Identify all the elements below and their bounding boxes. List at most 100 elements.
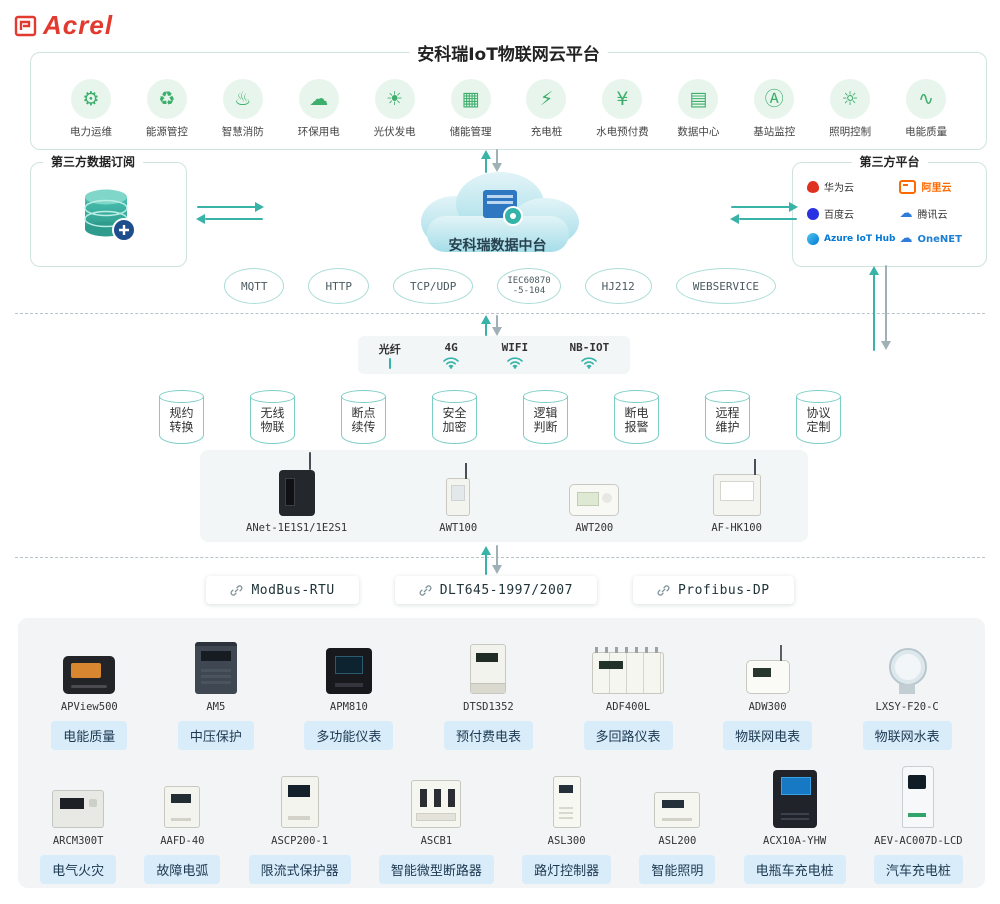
- fiber-icon: [388, 358, 391, 369]
- device-dtsd1352: DTSD1352 预付费电表: [443, 632, 533, 750]
- bus-modbus-rtu: ModBus-RTU: [206, 576, 359, 604]
- pv-generation-icon: ☀: [374, 79, 415, 119]
- device-category-label: 多回路仪表: [583, 721, 673, 750]
- huawei-cloud-icon: [807, 180, 819, 193]
- connectivity-box: 光纤 4G WIFI NB-IOT: [358, 336, 630, 374]
- device-category-label: 限流式保护器: [248, 855, 351, 884]
- base-station-icon: Ⓐ: [754, 79, 795, 119]
- device-image: [280, 776, 319, 828]
- subscription-title: 第三方数据订阅: [43, 153, 144, 170]
- device-image: [194, 642, 237, 694]
- eco-power-icon: ☁: [298, 79, 339, 119]
- device-category-label: 汽车充电桩: [873, 855, 963, 884]
- device-model: AM5: [206, 701, 226, 713]
- device-image: [52, 790, 105, 828]
- app-pv-generation: ☀ 光伏发电: [357, 79, 433, 139]
- acrel-logo-icon: [14, 15, 37, 36]
- device-adf400l: ADF400L 多回路仪表: [583, 632, 673, 750]
- bus-profibus-dp: Profibus-DP: [632, 576, 794, 604]
- gateway-device-image: [278, 452, 315, 516]
- device-model: APView500: [60, 701, 118, 713]
- app-label: 储能管理: [449, 126, 492, 138]
- app-energy-storage: ▦ 储能管理: [433, 79, 509, 139]
- device-model: ACX10A-YHW: [763, 835, 827, 847]
- device-panel: APView500 电能质量 AM5 中压保护 APM810 多功能仪表 DTS…: [18, 618, 985, 888]
- bus-label: Profibus-DP: [677, 582, 770, 598]
- data-center-icon: ▤: [678, 79, 719, 119]
- conn-label: 4G: [444, 341, 458, 354]
- acrel-logo-text: Acrel: [43, 10, 114, 40]
- gateway-feature-row: 规约转换 无线物联 断点续传 安全加密 逻辑判断 断电报警 远程维护 协议定制: [0, 390, 1000, 444]
- feature-remote-maintenance: 远程维护: [704, 390, 751, 444]
- feature-text: 报警: [624, 420, 649, 434]
- app-label: 电能质量: [905, 126, 948, 138]
- gateway-anet: ANet-1E1S1/1E2S1: [246, 452, 348, 534]
- app-data-center: ▤ 数据中心: [660, 79, 736, 139]
- device-category-label: 路灯控制器: [522, 855, 612, 884]
- device-lxsy-f20-c: LXSY-F20-C 物联网水表: [862, 632, 952, 750]
- platform-apps-row: ⚙ 电力运维 ♻ 能源管控 ♨ 智慧消防 ☁ 环保用电 ☀ 光伏发电 ▦ 储能管…: [53, 79, 964, 139]
- protocol-mqtt: MQTT: [223, 268, 285, 304]
- prepaid-water-power-icon: ¥: [602, 79, 643, 119]
- gateway-model: ANet-1E1S1/1E2S1: [246, 522, 348, 534]
- device-apm810: APM810 多功能仪表: [304, 632, 394, 750]
- platform-name: OneNET: [917, 233, 962, 245]
- feature-text: 加密: [442, 420, 467, 434]
- protocol-webservice: WEBSERVICE: [675, 268, 777, 304]
- app-base-station: Ⓐ 基站监控: [736, 79, 812, 139]
- device-category-label: 电能质量: [51, 721, 128, 750]
- conn-fiber: 光纤: [379, 341, 401, 369]
- device-category-label: 物联网电表: [723, 721, 813, 750]
- smart-fire-icon: ♨: [222, 79, 263, 119]
- device-row-1: APView500 电能质量 AM5 中压保护 APM810 多功能仪表 DTS…: [18, 628, 985, 750]
- cloud-shape: [421, 172, 579, 252]
- feature-text: 断电: [624, 406, 649, 420]
- device-model: LXSY-F20-C: [875, 701, 939, 713]
- app-prepaid: ¥ 水电预付费: [584, 79, 660, 139]
- device-category-label: 电瓶车充电桩: [743, 855, 846, 884]
- device-am5: AM5 中压保护: [177, 632, 254, 750]
- third-party-title: 第三方平台: [851, 153, 928, 170]
- device-model: ADF400L: [605, 701, 651, 713]
- feature-text: 远程: [715, 406, 740, 420]
- feature-text: 续传: [351, 420, 376, 434]
- power-operation-icon: ⚙: [70, 79, 111, 119]
- device-asl300: ASL300 路灯控制器: [522, 766, 612, 884]
- device-model: AEV-AC007D-LCD: [874, 835, 963, 847]
- platform-name: 腾讯云: [917, 210, 948, 221]
- app-label: 充电桩: [530, 126, 563, 138]
- device-acx10a-yhw: ACX10A-YHW 电瓶车充电桩: [743, 766, 846, 884]
- app-eco-power: ☁ 环保用电: [281, 79, 357, 139]
- feature-text: 安全: [442, 406, 467, 420]
- app-label: 电力运维: [69, 126, 112, 138]
- device-category-label: 智能微型断路器: [378, 855, 494, 884]
- feature-wireless-iot: 无线物联: [249, 390, 296, 444]
- device-image: [63, 656, 116, 694]
- device-image: [325, 648, 372, 694]
- alibaba-cloud-icon: [899, 179, 917, 194]
- third-party-subscription-box: 第三方数据订阅: [30, 153, 187, 267]
- app-label: 照明控制: [829, 126, 872, 138]
- device-category-label: 中压保护: [177, 721, 254, 750]
- protocol-hj212: HJ212: [584, 268, 652, 304]
- app-label: 水电预付费: [596, 126, 649, 138]
- device-apview500: APView500 电能质量: [51, 632, 128, 750]
- feature-text: 转换: [169, 420, 194, 434]
- device-model: DTSD1352: [463, 701, 514, 713]
- conn-4g: 4G: [442, 341, 460, 369]
- device-ascb1: ASCB1 智能微型断路器: [378, 766, 494, 884]
- azure-iot-hub-icon: [807, 233, 819, 245]
- protocol-row: MQTT HTTP TCP/UDP IEC60870 -5-104 HJ212 …: [0, 268, 1000, 304]
- conn-nb-iot: NB-IOT: [570, 341, 609, 369]
- gateway-device-image: [712, 459, 761, 516]
- protocol-line2: -5-104: [512, 286, 546, 296]
- device-image: [654, 792, 701, 828]
- protocol-iec60870-5-104: IEC60870 -5-104: [497, 268, 561, 304]
- device-model: ADW300: [748, 701, 787, 713]
- device-image: [552, 776, 581, 828]
- feature-outage-alarm: 断电报警: [613, 390, 660, 444]
- feature-text: 规约: [169, 406, 194, 420]
- link-icon: [230, 584, 243, 596]
- acrel-logo: Acrel: [14, 10, 113, 41]
- app-smart-fire: ♨ 智慧消防: [205, 79, 281, 139]
